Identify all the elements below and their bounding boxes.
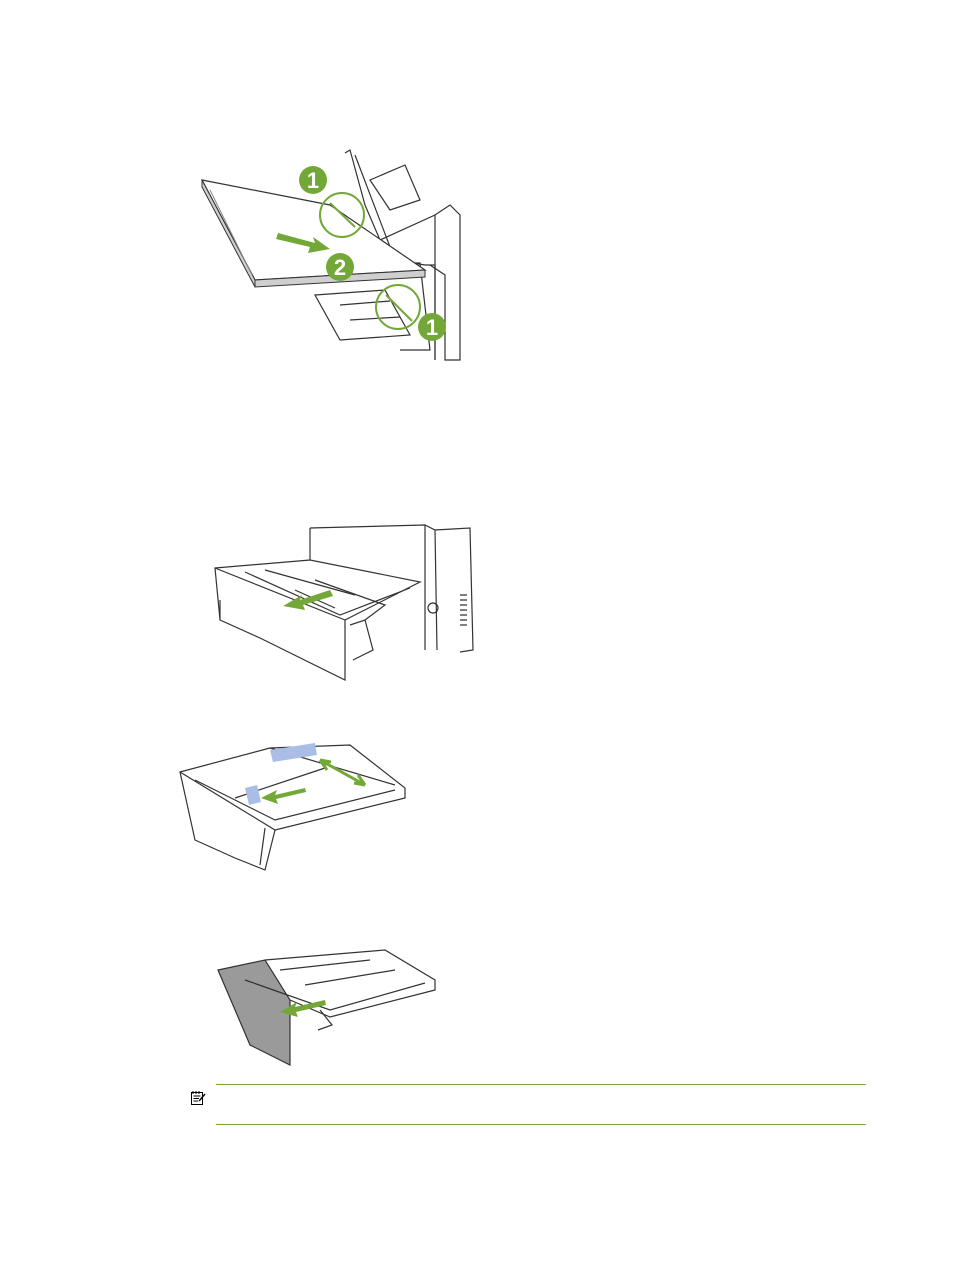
figure-tray2-extend [210,945,440,1070]
paper-stack [202,180,425,287]
tray2-extended [218,950,435,1065]
figure-tray1-load-paper: 1 2 1 [190,145,480,365]
tray2-open [180,745,405,870]
callout-1-top: 1 [299,166,327,194]
width-guide-arrow-icon [261,788,306,804]
callout-2: 2 [326,253,354,281]
svg-text:2: 2 [334,255,346,280]
svg-text:1: 1 [307,168,319,193]
width-guide-highlight [245,785,261,805]
svg-text:1: 1 [426,315,438,340]
length-guide-arrow-icon [320,760,365,785]
printer-side [310,525,473,652]
callout-1-bottom: 1 [418,313,446,341]
tray1 [315,290,410,340]
length-guide-highlight [270,743,317,762]
note-icon [190,1090,206,1106]
figure-tray2-pull-out [205,520,480,685]
note-bottom-rule [216,1124,866,1125]
tray2-drawer [215,560,420,680]
figure-tray2-adjust-guides [175,740,415,875]
note-top-rule [216,1084,866,1085]
